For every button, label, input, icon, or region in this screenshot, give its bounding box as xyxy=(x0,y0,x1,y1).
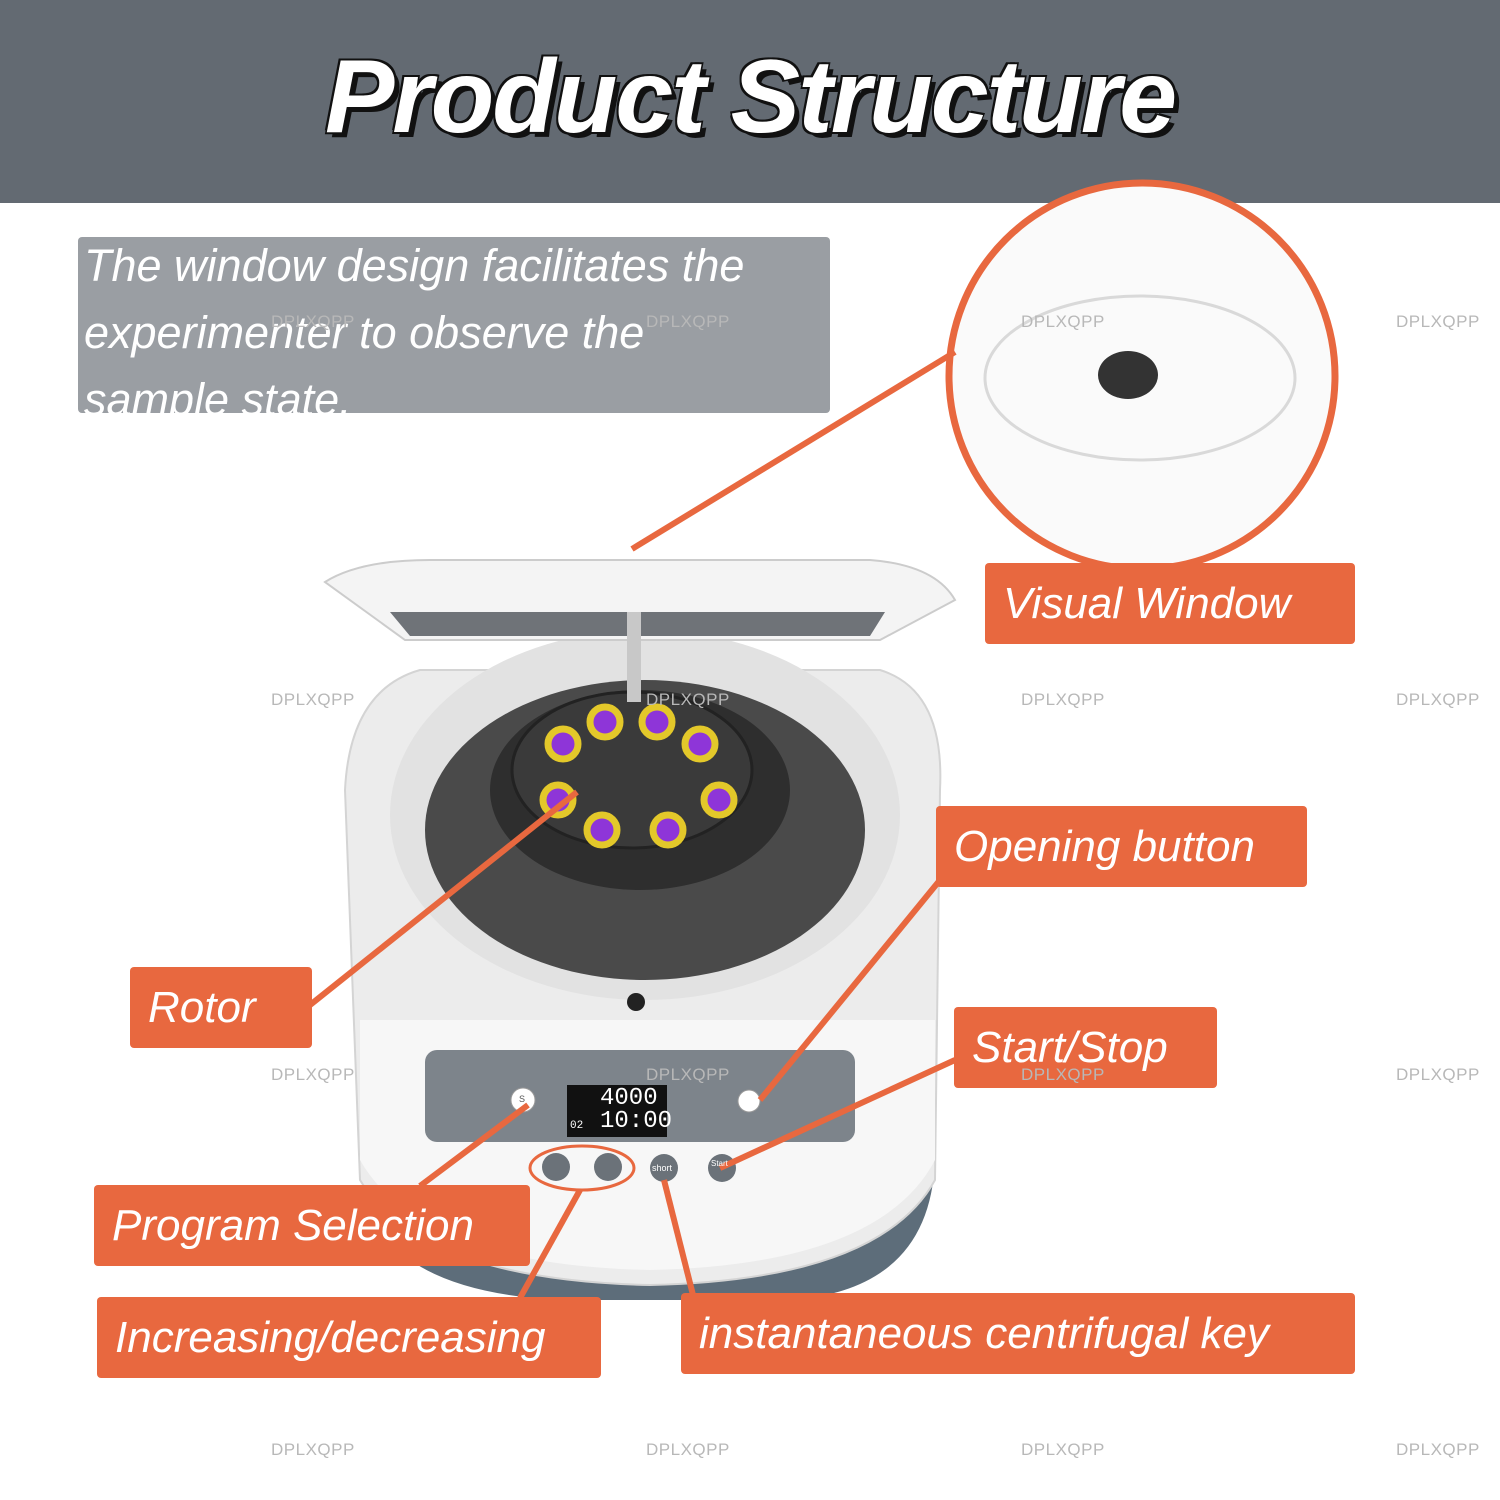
watermark: DPLXQPP xyxy=(1396,1440,1480,1459)
description-line-3: sample state. xyxy=(84,374,352,425)
watermark: DPLXQPP xyxy=(1021,1440,1105,1459)
leader-lines xyxy=(298,349,957,1300)
callout-increasing-decreasing: Increasing/decreasing xyxy=(97,1297,601,1378)
watermark: DPLXQPP xyxy=(646,690,730,709)
description-line-1: The window design facilitates the xyxy=(84,240,745,291)
lcd-program: 02 xyxy=(570,1120,584,1132)
callout-start-stop: Start/Stop xyxy=(954,1007,1217,1088)
lcd-display xyxy=(567,1085,667,1137)
page-title: Product Structure xyxy=(324,39,1177,155)
lcd-speed: 4000 xyxy=(600,1085,658,1112)
description-line-2: experimenter to observe the xyxy=(84,307,645,358)
short-key-label: short xyxy=(652,1163,673,1173)
description-text: The window design facilitates the experi… xyxy=(84,232,824,433)
watermark: DPLXQPP xyxy=(646,1065,730,1084)
select-key-label: S xyxy=(519,1094,526,1104)
rotor-tubes xyxy=(539,703,738,849)
short-key xyxy=(650,1154,678,1182)
watermark: DPLXQPP xyxy=(646,312,730,331)
start-key-label: Start xyxy=(711,1159,728,1168)
lid-latch-icon xyxy=(627,993,645,1011)
watermark: DPLXQPP xyxy=(1396,312,1480,331)
watermark: DPLXQPP xyxy=(1021,312,1105,331)
watermark: DPLXQPP xyxy=(271,690,355,709)
watermark: DPLXQPP xyxy=(271,312,355,331)
watermark: DPLXQPP xyxy=(1396,1065,1480,1084)
callout-rotor: Rotor xyxy=(130,967,312,1048)
increase-button xyxy=(542,1153,570,1181)
lcd-time: 10:00 xyxy=(600,1108,673,1135)
watermark: DPLXQPP xyxy=(1021,690,1105,709)
decrease-button xyxy=(594,1153,622,1181)
callout-opening-button: Opening button xyxy=(936,806,1307,887)
callout-instantaneous-key: instantaneous centrifugal key xyxy=(681,1293,1355,1374)
description-box xyxy=(78,237,830,413)
watermark: DPLXQPP xyxy=(1396,690,1480,709)
callout-program-selection: Program Selection xyxy=(94,1185,530,1266)
watermark: DPLXQPP xyxy=(1021,1065,1105,1084)
watermark: DPLXQPP xyxy=(646,1440,730,1459)
opening-button xyxy=(737,1089,761,1113)
callout-visual-window: Visual Window xyxy=(985,563,1355,644)
header-banner xyxy=(0,0,1500,203)
watermark: DPLXQPP xyxy=(271,1065,355,1084)
watermark: DPLXQPP xyxy=(271,1440,355,1459)
rotor xyxy=(510,690,754,850)
